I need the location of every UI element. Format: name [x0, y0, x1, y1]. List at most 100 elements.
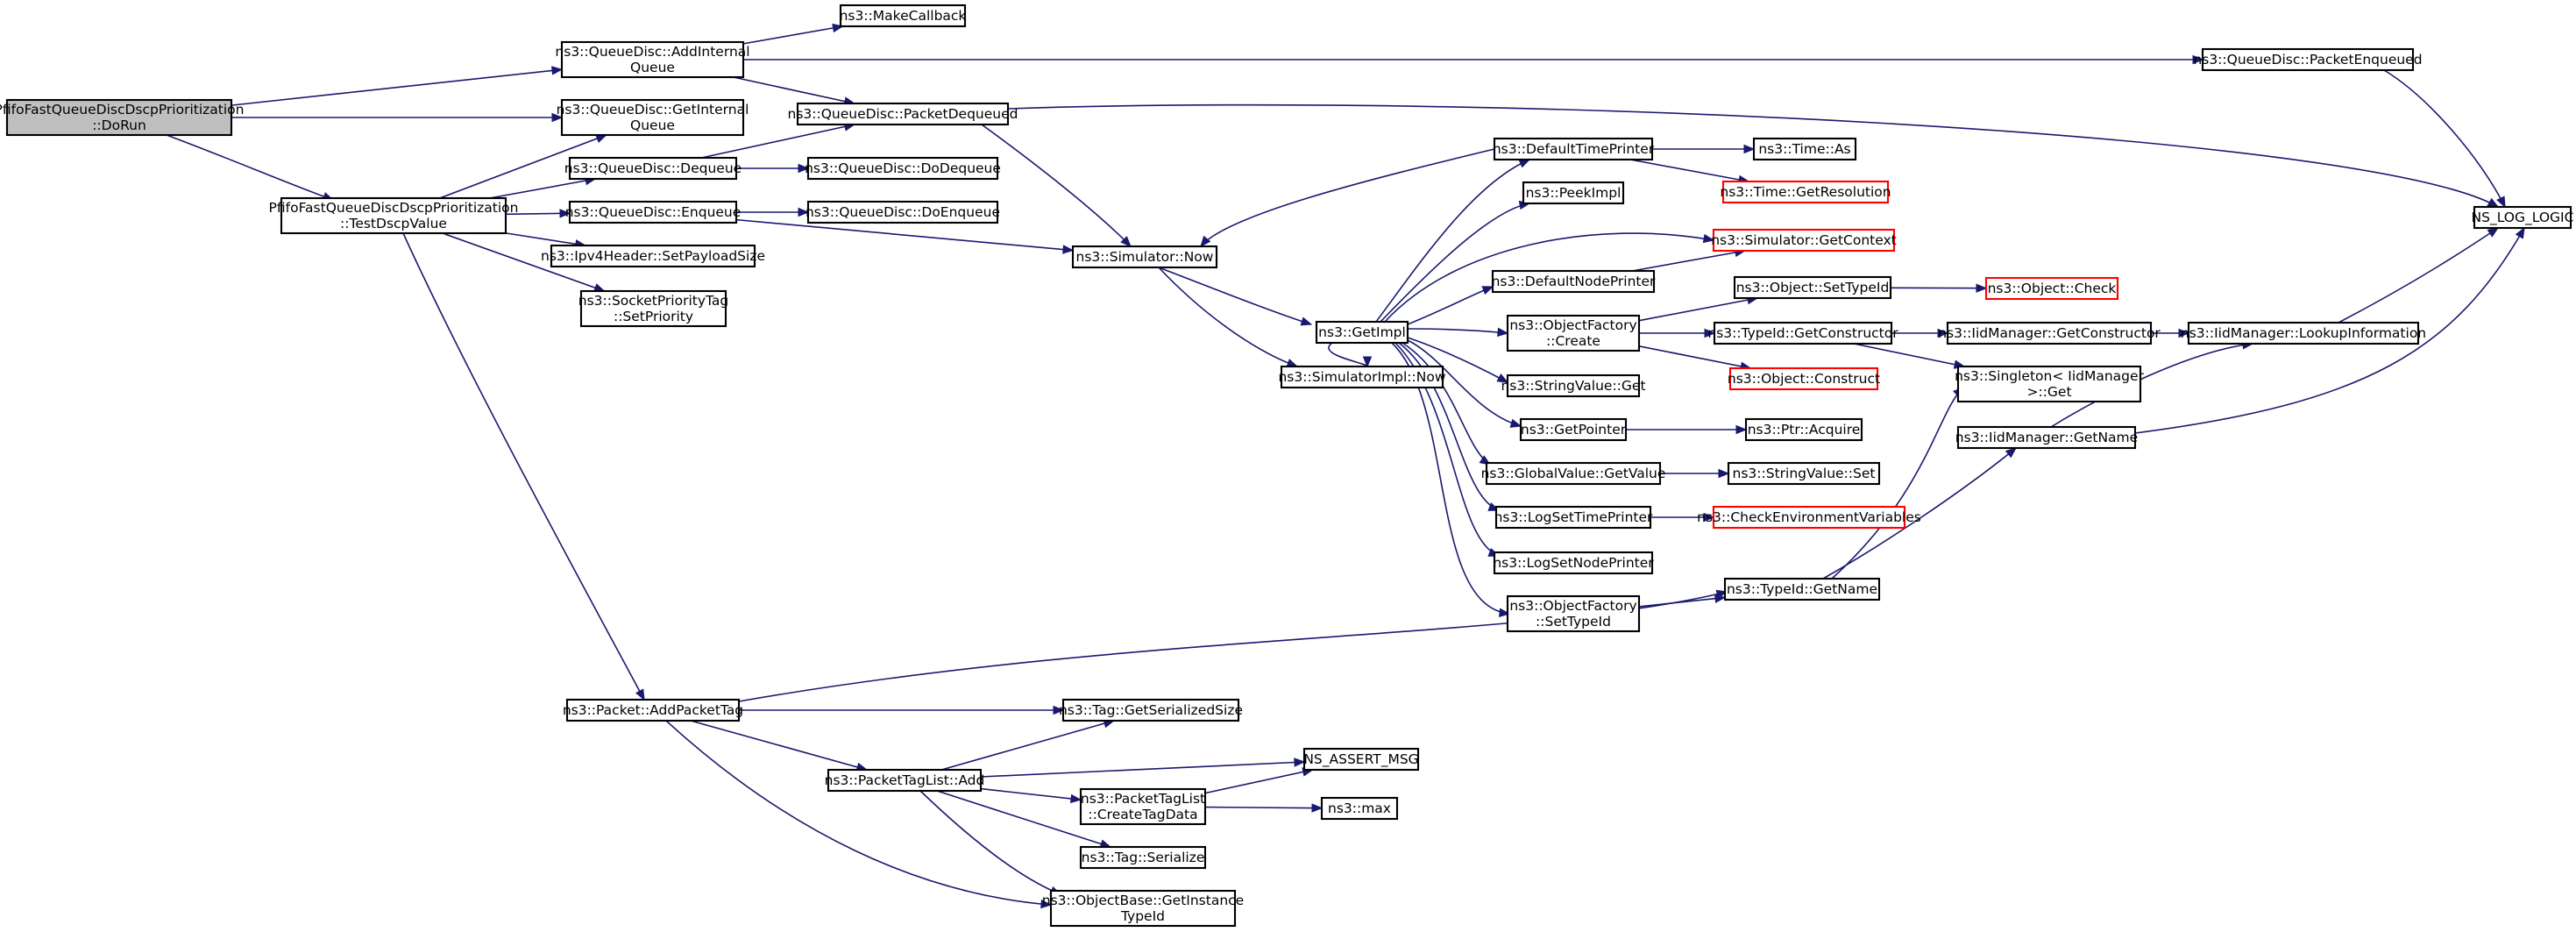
node-label: ns3::IidManager::GetConstructor	[1938, 325, 2161, 341]
node-label: ns3::CheckEnvironmentVariables	[1697, 509, 1921, 525]
node-nsLogLogic[interactable]: NS_LOG_LOGIC	[2472, 205, 2574, 230]
node-makeCallback[interactable]: ns3::MakeCallback	[840, 4, 967, 28]
node-logSetTimePrinter[interactable]: ns3::LogSetTimePrinter	[1494, 505, 1653, 530]
node-iidGetConstructor[interactable]: ns3::IidManager::GetConstructor	[1938, 321, 2161, 345]
edge-line	[1007, 103, 2499, 208]
node-packetEnqueued[interactable]: ns3::QueueDisc::PacketEnqueued	[2193, 47, 2423, 72]
node-tagGetSerializedSize[interactable]: ns3::Tag::GetSerializedSize	[1059, 698, 1243, 722]
edge-packetTagListAdd-to-tagSerialize	[936, 790, 1112, 849]
node-typeIdGetName[interactable]: ns3::TypeId::GetName	[1723, 577, 1881, 601]
arrowhead	[798, 163, 810, 174]
node-box	[1302, 747, 1420, 772]
edge-line	[919, 790, 1061, 895]
edge-simNow-to-getImpl	[1158, 267, 1313, 326]
edge-line	[733, 76, 855, 104]
edge-line	[1638, 345, 1751, 369]
edge-line	[2050, 343, 2253, 428]
node-objSetTypeId[interactable]: ns3::Object::SetTypeId	[1733, 275, 1892, 300]
node-label: ns3::IidManager::LookupInformation	[2181, 325, 2426, 341]
node-label: ns3::Simulator::GetContext	[1711, 232, 1897, 248]
node-ptrAcquire[interactable]: ns3::Ptr::Acquire	[1744, 417, 1863, 442]
node-timeGetResolution[interactable]: ns3::Time::GetResolution	[1720, 180, 1891, 204]
node-timeAs[interactable]: ns3::Time::As	[1752, 137, 1857, 161]
arrowhead	[1311, 803, 1323, 813]
node-singletonGet[interactable]: ns3::Singleton< IidManager >::Get	[1955, 365, 2145, 403]
node-box	[550, 244, 756, 268]
node-label: ns3::MakeCallback	[840, 8, 967, 24]
node-iidGetName[interactable]: ns3::IidManager::GetName	[1955, 425, 2138, 450]
edge-testDscp-to-addPacketTag	[402, 232, 645, 701]
node-label: ::CreateTagData	[1088, 807, 1197, 822]
node-logSetNodePrinter[interactable]: ns3::LogSetNodePrinter	[1493, 551, 1654, 575]
node-label: ns3::QueueDisc::Enqueue	[565, 204, 742, 220]
node-doEnqueue[interactable]: ns3::QueueDisc::DoEnqueue	[805, 200, 1000, 224]
node-nsAssertMsg[interactable]: NS_ASSERT_MSG	[1302, 747, 1420, 772]
arrowhead	[1120, 236, 1132, 247]
node-label: ns3::ObjectFactory	[1509, 598, 1636, 614]
node-objCheck[interactable]: ns3::Object::Check	[1984, 276, 2119, 301]
node-nsMax[interactable]: ns3::max	[1320, 796, 1399, 821]
node-checkEnvVars[interactable]: ns3::CheckEnvironmentVariables	[1697, 505, 1921, 530]
node-peekImpl[interactable]: ns3::PeekImpl	[1522, 181, 1625, 205]
node-label: ns3::Object::SetTypeId	[1736, 280, 1890, 295]
edge-line	[1398, 342, 1500, 511]
node-doDequeue[interactable]: ns3::QueueDisc::DoDequeue	[805, 156, 1001, 181]
node-enqueue[interactable]: ns3::QueueDisc::Enqueue	[565, 200, 742, 224]
node-label: ns3::GetImpl	[1318, 324, 1406, 340]
edge-objSetTypeId-to-objCheck	[1890, 283, 1988, 293]
edge-line	[2338, 227, 2499, 324]
node-objFactorySetTypeId[interactable]: ns3::ObjectFactory::SetTypeId	[1506, 594, 1641, 633]
node-simNow[interactable]: ns3::Simulator::Now	[1071, 245, 1218, 269]
node-testDscp[interactable]: PfifoFastQueueDiscDscpPrioritization::Te…	[269, 196, 519, 235]
edge-getPointer-to-ptrAcquire	[1626, 424, 1748, 435]
node-label: ns3::max	[1328, 800, 1391, 816]
edge-packetTagListAdd-to-createTagData	[980, 787, 1082, 804]
node-stringValueSet[interactable]: ns3::StringValue::Set	[1727, 461, 1881, 486]
node-objConstruct[interactable]: ns3::Object::Construct	[1728, 366, 1880, 391]
node-box	[1727, 461, 1881, 486]
node-getPointer[interactable]: ns3::GetPointer	[1519, 417, 1628, 442]
node-objFactoryCreate[interactable]: ns3::ObjectFactory::Create	[1506, 314, 1641, 352]
node-socketPriority[interactable]: ns3::SocketPriorityTag::SetPriority	[578, 289, 729, 328]
node-typeIdGetConstructor[interactable]: ns3::TypeId::GetConstructor	[1707, 321, 1898, 345]
node-box	[568, 200, 738, 224]
node-createTagData[interactable]: ns3::PacketTagList::CreateTagData	[1079, 787, 1207, 826]
node-label: ::SetTypeId	[1536, 614, 1611, 630]
node-tagSerialize[interactable]: ns3::Tag::Serialize	[1079, 845, 1207, 870]
node-iidLookup[interactable]: ns3::IidManager::LookupInformation	[2181, 321, 2426, 345]
node-label: ::SetPriority	[614, 309, 693, 324]
arrowhead	[2515, 226, 2525, 239]
node-globalGetValue[interactable]: ns3::GlobalValue::GetValue	[1481, 461, 1666, 486]
node-label: ::TestDscpValue	[340, 216, 447, 231]
node-label: NS_LOG_LOGIC	[2472, 210, 2574, 226]
arrowhead	[1718, 468, 1730, 479]
node-label: ns3::Tag::GetSerializedSize	[1059, 702, 1243, 718]
node-box	[1315, 320, 1409, 345]
node-setPayloadSize[interactable]: ns3::Ipv4Header::SetPayloadSize	[541, 244, 765, 268]
node-getImpl[interactable]: ns3::GetImpl	[1315, 320, 1409, 345]
node-box	[1061, 698, 1240, 722]
node-addPacketTag[interactable]: ns3::Packet::AddPacketTag	[563, 698, 743, 722]
node-box	[1493, 551, 1654, 575]
node-label: ns3::Simulator::Now	[1076, 249, 1214, 265]
node-packetTagListAdd[interactable]: ns3::PacketTagList::Add	[825, 768, 985, 793]
edge-packetEnqueued-to-nsLogLogic	[2383, 69, 2506, 209]
node-stringValueGet[interactable]: ns3::StringValue::Get	[1501, 374, 1646, 398]
node-simImplNow[interactable]: ns3::SimulatorImpl::Now	[1278, 365, 1446, 389]
node-label: NS_ASSERT_MSG	[1303, 751, 1418, 768]
arrowhead	[1040, 899, 1053, 909]
node-defaultTimePrinter[interactable]: ns3::DefaultTimePrinter	[1493, 137, 1655, 161]
node-packetDequeued[interactable]: ns3::QueueDisc::PacketDequeued	[788, 102, 1018, 126]
node-box	[2473, 205, 2572, 230]
node-doRun: PfifoFastQueueDiscDscpPrioritization::Do…	[0, 98, 244, 137]
edge-line	[1380, 203, 1530, 323]
node-dequeue[interactable]: ns3::QueueDisc::Dequeue	[564, 156, 742, 181]
edge-iidGetName-to-nsLogLogic	[2134, 226, 2525, 434]
arrowhead	[1481, 286, 1494, 295]
node-simGetContext[interactable]: ns3::Simulator::GetContext	[1711, 228, 1897, 253]
node-label: ns3::Time::As	[1758, 141, 1850, 157]
node-defaultNodePrinter[interactable]: ns3::DefaultNodePrinter	[1492, 269, 1656, 294]
